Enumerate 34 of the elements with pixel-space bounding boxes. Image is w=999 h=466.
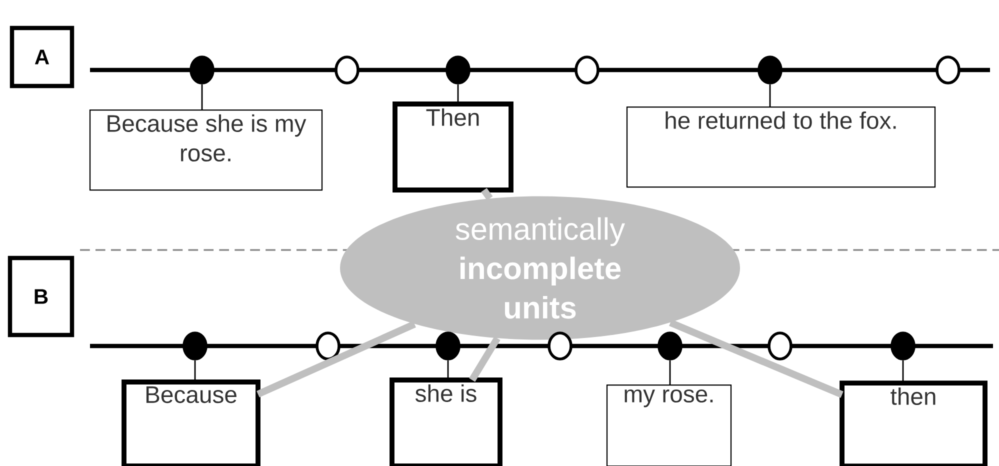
open-circle bbox=[316, 332, 340, 360]
leader-line bbox=[194, 360, 196, 382]
leader-line bbox=[457, 84, 459, 104]
leader-line bbox=[447, 360, 449, 380]
text-box: my rose. bbox=[606, 384, 732, 466]
filled-circle bbox=[890, 332, 916, 360]
open-circle bbox=[548, 332, 572, 360]
connector-line bbox=[481, 188, 493, 200]
connector-line bbox=[469, 336, 500, 382]
leader-line bbox=[769, 84, 771, 107]
filled-circle bbox=[758, 56, 782, 84]
text-box: Because she is my rose. bbox=[89, 109, 323, 191]
connector-line bbox=[256, 320, 416, 398]
text-box: he returned to the fox. bbox=[626, 106, 936, 188]
filled-circle bbox=[446, 56, 470, 84]
connector-line bbox=[669, 319, 844, 398]
filled-circle bbox=[658, 332, 682, 360]
open-circle bbox=[768, 332, 792, 360]
highlighted-box: Because bbox=[122, 380, 260, 466]
panel-letter-box: B bbox=[8, 256, 74, 338]
leader-line bbox=[902, 360, 904, 384]
highlighted-box: she is bbox=[390, 378, 502, 466]
speech-bubble: semantically incomplete units bbox=[340, 196, 740, 340]
open-circle bbox=[574, 56, 600, 84]
highlighted-box: then bbox=[840, 380, 988, 466]
leader-line bbox=[201, 84, 203, 110]
filled-circle bbox=[436, 332, 460, 360]
open-circle bbox=[334, 56, 360, 84]
open-circle bbox=[936, 56, 960, 84]
filled-circle bbox=[190, 56, 214, 84]
filled-circle bbox=[182, 332, 208, 360]
highlighted-box: Then bbox=[392, 102, 514, 192]
panel-letter-box: A bbox=[10, 26, 74, 88]
leader-line bbox=[669, 360, 671, 386]
